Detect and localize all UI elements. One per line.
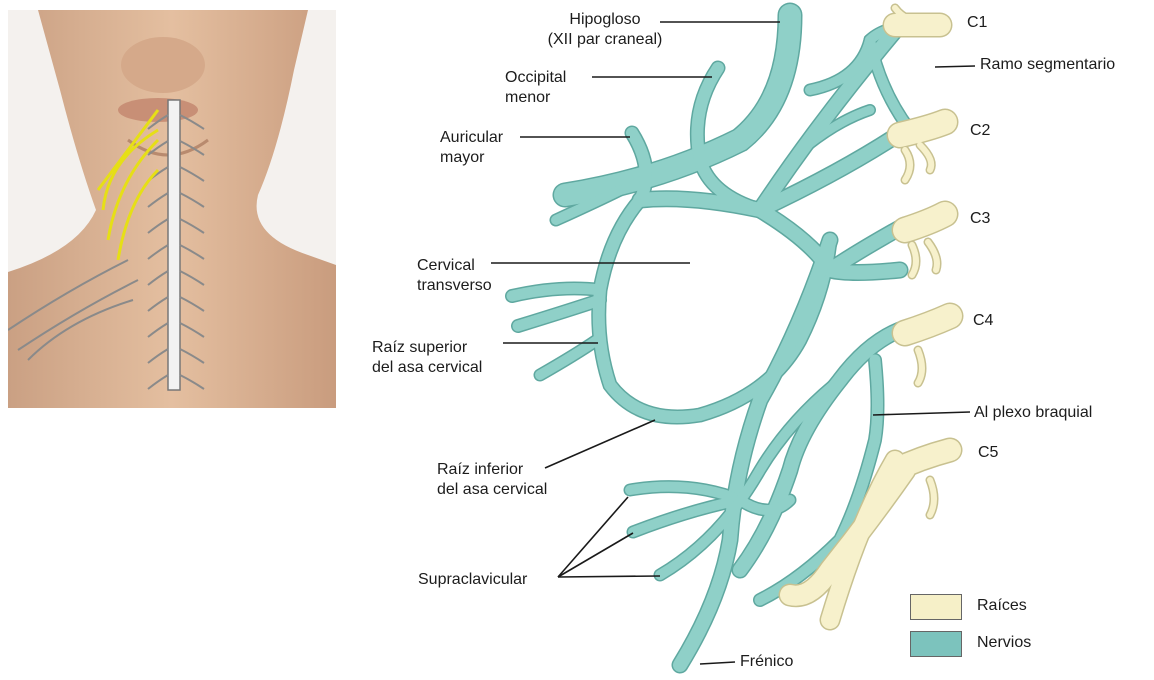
transverse-cervical-branch-2	[518, 300, 600, 326]
root-c2	[900, 122, 945, 135]
label-hipogloso-line1: Hipogloso	[545, 10, 665, 30]
root-label-c1: C1	[967, 13, 987, 33]
legend-swatch-raices	[910, 594, 962, 620]
legend-label-nervios: Nervios	[977, 633, 1031, 653]
leader-frenico	[700, 662, 735, 664]
label-cervical-line2: transverso	[417, 276, 492, 296]
root-c4	[905, 316, 950, 333]
root-label-c5: C5	[978, 443, 998, 463]
label-raiz-superior-line1: Raíz superior	[372, 338, 482, 358]
label-occipital-line2: menor	[505, 88, 566, 108]
label-cervical-transverso: Cervical transverso	[417, 256, 492, 296]
leader-plexo-braquial	[873, 412, 970, 415]
label-frenico: Frénico	[740, 652, 793, 672]
label-raiz-inferior: Raíz inferior del asa cervical	[437, 460, 547, 500]
leader-supra-3	[558, 576, 660, 577]
label-raiz-inferior-line2: del asa cervical	[437, 480, 547, 500]
label-occipital-line1: Occipital	[505, 68, 566, 88]
legend-label-raices: Raíces	[977, 596, 1027, 616]
label-ramo-segmentario: Ramo segmentario	[980, 55, 1115, 75]
leader-ramo-segmentario	[935, 66, 975, 67]
root-label-c2: C2	[970, 121, 990, 141]
root-label-c4: C4	[973, 311, 993, 331]
root-label-c3: C3	[970, 209, 990, 229]
root-c3	[905, 214, 945, 230]
label-occipital-menor: Occipital menor	[505, 68, 566, 108]
leader-supra-1	[558, 497, 628, 577]
leader-raiz-inferior	[545, 420, 655, 468]
label-raiz-superior-line2: del asa cervical	[372, 358, 482, 378]
label-raiz-inferior-line1: Raíz inferior	[437, 460, 547, 480]
label-hipogloso-line2: (XII par craneal)	[545, 30, 665, 50]
label-auricular-line2: mayor	[440, 148, 503, 168]
label-auricular-line1: Auricular	[440, 128, 503, 148]
label-al-plexo-braquial: Al plexo braquial	[974, 403, 1092, 423]
label-supraclavicular: Supraclavicular	[418, 570, 527, 590]
label-hipogloso: Hipogloso (XII par craneal)	[545, 10, 665, 50]
transverse-cervical-branch-3	[540, 340, 597, 375]
leader-supra-2	[558, 533, 633, 577]
label-cervical-line1: Cervical	[417, 256, 492, 276]
label-raiz-superior: Raíz superior del asa cervical	[372, 338, 482, 378]
legend-swatch-nervios	[910, 631, 962, 657]
label-auricular-mayor: Auricular mayor	[440, 128, 503, 168]
